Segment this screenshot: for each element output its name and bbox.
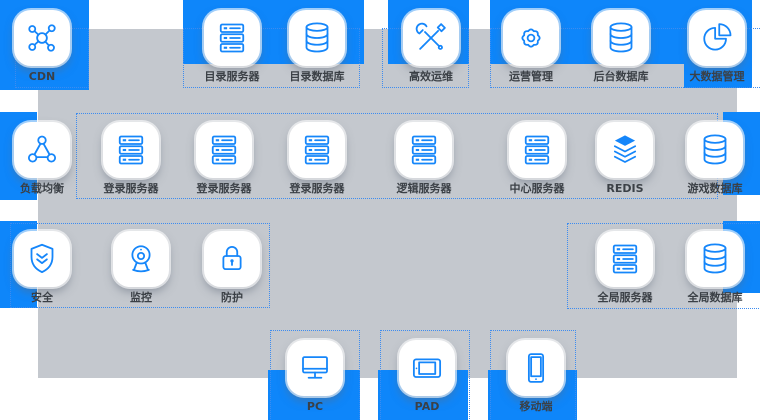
node-login-server-1: 登录服务器: [103, 122, 159, 195]
server-icon: [113, 132, 149, 168]
server-icon: [206, 132, 242, 168]
node-bigdata-management: 大数据管理: [689, 10, 745, 83]
node-label: 防护: [221, 291, 243, 304]
node-label: 登录服务器: [289, 182, 345, 195]
node-global-server: 全局服务器: [597, 231, 653, 304]
node-card: [113, 231, 169, 287]
node-label: 游戏数据库: [687, 182, 743, 195]
node-login-server-3: 登录服务器: [289, 122, 345, 195]
node-card: [689, 10, 745, 66]
node-label: CDN: [28, 70, 56, 83]
server-icon: [406, 132, 442, 168]
node-login-server-2: 登录服务器: [196, 122, 252, 195]
node-label: 全局服务器: [597, 291, 653, 304]
monitor-icon: [297, 350, 333, 386]
node-card: [289, 122, 345, 178]
group-outline-directory: [183, 28, 360, 88]
node-card: [14, 10, 70, 66]
node-operations-management: 运营管理: [503, 10, 559, 83]
node-game-database: 游戏数据库: [687, 122, 743, 195]
node-directory-database: 目录数据库: [289, 10, 345, 83]
database-icon: [603, 20, 639, 56]
gear-icon: [513, 20, 549, 56]
server-icon: [214, 20, 250, 56]
group-outline-pc: [270, 330, 360, 420]
node-pc: PC: [287, 340, 343, 413]
node-label: PAD: [414, 400, 440, 413]
node-label: 负载均衡: [20, 182, 64, 195]
node-card: [289, 10, 345, 66]
node-global-database: 全局数据库: [687, 231, 743, 304]
node-monitoring: 监控: [113, 231, 169, 304]
node-card: [287, 340, 343, 396]
node-load-balancer: 负载均衡: [14, 122, 70, 195]
server-icon: [299, 132, 335, 168]
node-protection: 防护: [204, 231, 260, 304]
node-label: 目录数据库: [289, 70, 345, 83]
node-backend-database: 后台数据库: [593, 10, 649, 83]
node-label: 登录服务器: [196, 182, 252, 195]
camera-icon: [123, 241, 159, 277]
node-card: [399, 340, 455, 396]
database-icon: [299, 20, 335, 56]
node-card: [396, 122, 452, 178]
node-card: [509, 122, 565, 178]
node-center-server: 中心服务器: [509, 122, 565, 195]
node-label: 登录服务器: [103, 182, 159, 195]
node-card: [14, 231, 70, 287]
node-label: 监控: [130, 291, 152, 304]
tablet-icon: [409, 350, 445, 386]
node-label: 运营管理: [509, 70, 553, 83]
node-label: REDIS: [606, 182, 644, 195]
lock-icon: [214, 241, 250, 277]
pie-chart-icon: [699, 20, 735, 56]
node-label: 全局数据库: [687, 291, 743, 304]
node-card: [593, 10, 649, 66]
node-label: 大数据管理: [689, 70, 745, 83]
database-icon: [697, 132, 733, 168]
server-icon: [607, 241, 643, 277]
network-hub-icon: [24, 20, 60, 56]
group-outline-global: [567, 223, 760, 309]
database-icon: [697, 241, 733, 277]
node-label: PC: [306, 400, 324, 413]
node-card: [508, 340, 564, 396]
node-card: [14, 122, 70, 178]
tools-icon: [413, 20, 449, 56]
node-card: [204, 231, 260, 287]
node-card: [503, 10, 559, 66]
node-card: [597, 122, 653, 178]
phone-icon: [518, 350, 554, 386]
shield-icon: [24, 241, 60, 277]
node-pad: PAD: [399, 340, 455, 413]
node-label: 安全: [31, 291, 53, 304]
node-card: [204, 10, 260, 66]
node-cdn: CDN: [14, 10, 70, 83]
node-efficient-ops: 高效运维: [403, 10, 459, 83]
node-security: 安全: [14, 231, 70, 304]
server-icon: [519, 132, 555, 168]
node-card: [687, 122, 743, 178]
node-redis: REDIS: [597, 122, 653, 195]
layers-icon: [607, 132, 643, 168]
node-label: 目录服务器: [204, 70, 260, 83]
node-directory-server: 目录服务器: [204, 10, 260, 83]
node-label: 后台数据库: [593, 70, 649, 83]
node-label: 移动端: [519, 400, 553, 413]
node-card: [196, 122, 252, 178]
node-mobile: 移动端: [508, 340, 564, 413]
load-balancer-icon: [24, 132, 60, 168]
node-label: 高效运维: [409, 70, 453, 83]
node-card: [687, 231, 743, 287]
group-outline-mobile: [490, 330, 576, 420]
node-label: 逻辑服务器: [396, 182, 452, 195]
node-logic-server: 逻辑服务器: [396, 122, 452, 195]
node-card: [103, 122, 159, 178]
node-card: [597, 231, 653, 287]
group-outline-pad: [380, 330, 470, 420]
node-label: 中心服务器: [509, 182, 565, 195]
group-outline-security: [10, 223, 270, 308]
node-card: [403, 10, 459, 66]
